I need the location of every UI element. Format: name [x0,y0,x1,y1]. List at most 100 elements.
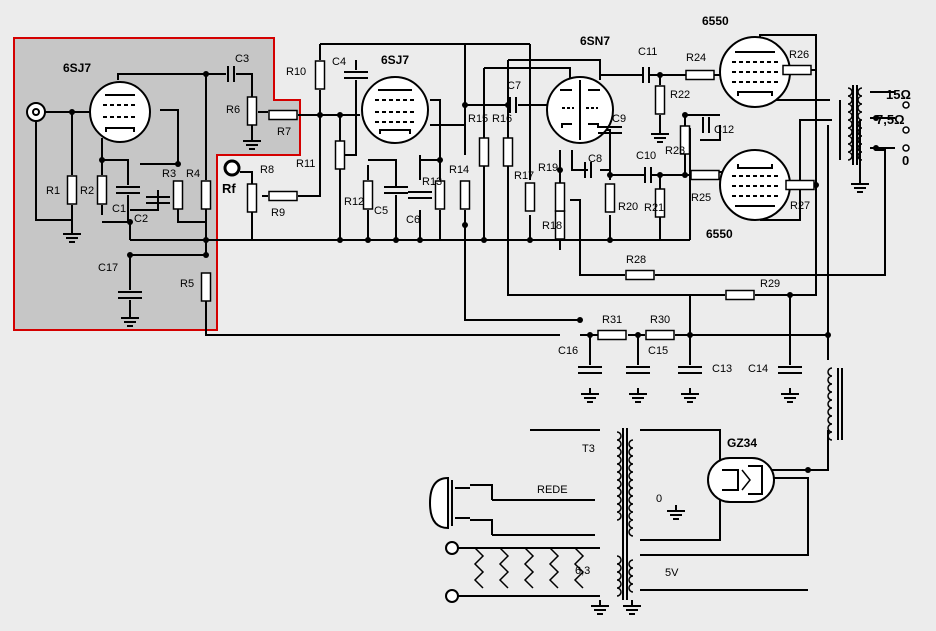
choke [827,367,843,441]
resistor-r2-label: R2 [80,185,94,197]
resistor-r29-label: R29 [760,278,780,290]
capacitor-c6-label: C6 [406,214,420,226]
resistor-r14 [459,180,471,210]
resistor-r24-label: R24 [686,52,706,64]
capacitor-c12-label: C12 [714,124,734,136]
resistor-r22-label: R22 [670,89,690,101]
resistor-r19 [554,182,566,212]
resistor-r31 [597,329,627,341]
heater-jack-bottom[interactable] [445,589,459,603]
resistor-r5-label: R5 [180,278,194,290]
output-terminals[interactable] [902,101,910,152]
mains-plug [428,476,470,530]
resistor-r8-label: R8 [260,164,274,176]
output-75-label: 7,5Ω [876,112,905,127]
capacitor-c2-label: C2 [134,213,148,225]
resistor-r17-label: R17 [514,170,534,182]
resistor-r7-label: R7 [277,126,291,138]
capacitor-c16-label: C16 [558,345,578,357]
capacitor-c4-label: C4 [332,56,346,68]
resistor-r3-label: R3 [162,168,176,180]
resistor-r26-label: R26 [789,49,809,61]
capacitor-c3-label: C3 [235,53,249,65]
resistor-r18-label: R18 [542,220,562,232]
heater-voltage-label: 6,3 [575,565,590,577]
resistor-r15 [478,137,490,167]
resistor-r10-label: R10 [286,66,306,78]
resistor-r31-label: R31 [602,314,622,326]
ground-symbol [243,135,261,150]
resistor-r11 [334,140,346,170]
heater-switches [473,547,585,589]
resistor-r11-label: R11 [296,158,315,170]
capacitor-c8 [584,162,592,178]
resistor-r4 [200,180,212,210]
resistor-r22 [654,85,666,115]
input-jack[interactable] [26,102,46,122]
ground-symbol [623,600,641,615]
heater-jack-top[interactable] [445,541,459,555]
capacitor-c9 [598,126,622,134]
resistor-r30 [645,329,675,341]
capacitors [116,66,802,374]
resistor-r13-label: R13 [422,176,442,188]
resistor-r9-label: R9 [271,207,285,219]
rf-jack[interactable] [223,159,241,177]
resistor-r5 [200,272,212,302]
capacitor-c16 [578,366,602,374]
resistor-r8 [246,183,258,213]
resistor-r23 [679,125,691,155]
tube-v5-label: 6550 [706,227,733,241]
tube-v4-label: 6550 [702,14,729,28]
rect-heater-label: 5V [665,567,679,579]
capacitor-c10 [644,167,652,183]
tube-v5 [719,149,791,221]
capacitor-c14 [778,366,802,374]
resistor-r14-label: R14 [449,164,469,176]
resistor-r9 [268,190,298,202]
resistor-r29 [725,289,755,301]
resistor-r10 [314,60,326,90]
ground-symbol [63,228,81,243]
resistor-r28-label: R28 [626,254,646,266]
capacitor-c2 [146,196,170,204]
tube-rectifier [707,457,775,503]
transformer-label: T3 [582,443,595,455]
capacitor-c17 [118,291,142,299]
resistor-r16-label: R16 [492,113,512,125]
capacitor-c4 [344,71,368,79]
resistor-r4-label: R4 [186,168,200,180]
resistor-r1 [66,175,78,205]
capacitor-c17-label: C17 [98,262,118,274]
capacitor-c3 [227,66,235,82]
resistor-r12-label: R12 [344,196,364,208]
resistor-r21-label: R21 [644,202,664,214]
resistor-r12 [362,180,374,210]
ground-symbol [851,178,869,193]
resistor-r20-label: R20 [618,201,638,213]
tube-v3 [546,76,614,144]
output-transformer [847,85,863,165]
ground-symbol [667,505,685,520]
capacitor-c13 [678,366,702,374]
tube-v4 [719,36,791,108]
output-15-label: 15Ω [886,87,911,102]
capacitor-c6 [408,191,432,199]
tap-zero-label: 0 [656,493,662,505]
resistor-r13 [434,180,446,210]
tube-v1-label: 6SJ7 [63,61,91,75]
ground-symbol [681,388,699,403]
capacitor-c11 [642,67,650,83]
resistor-r30-label: R30 [650,314,670,326]
capacitor-c7-label: C7 [507,80,521,92]
tube-v1 [89,81,151,143]
power-transformer [616,428,634,600]
capacitor-c7 [509,97,517,113]
resistor-r3 [172,180,184,210]
resistor-r6-label: R6 [226,104,240,116]
capacitor-c15-label: C15 [648,345,668,357]
wires [35,34,895,597]
resistor-r19-label: R19 [538,162,558,174]
resistor-r25 [690,169,720,181]
